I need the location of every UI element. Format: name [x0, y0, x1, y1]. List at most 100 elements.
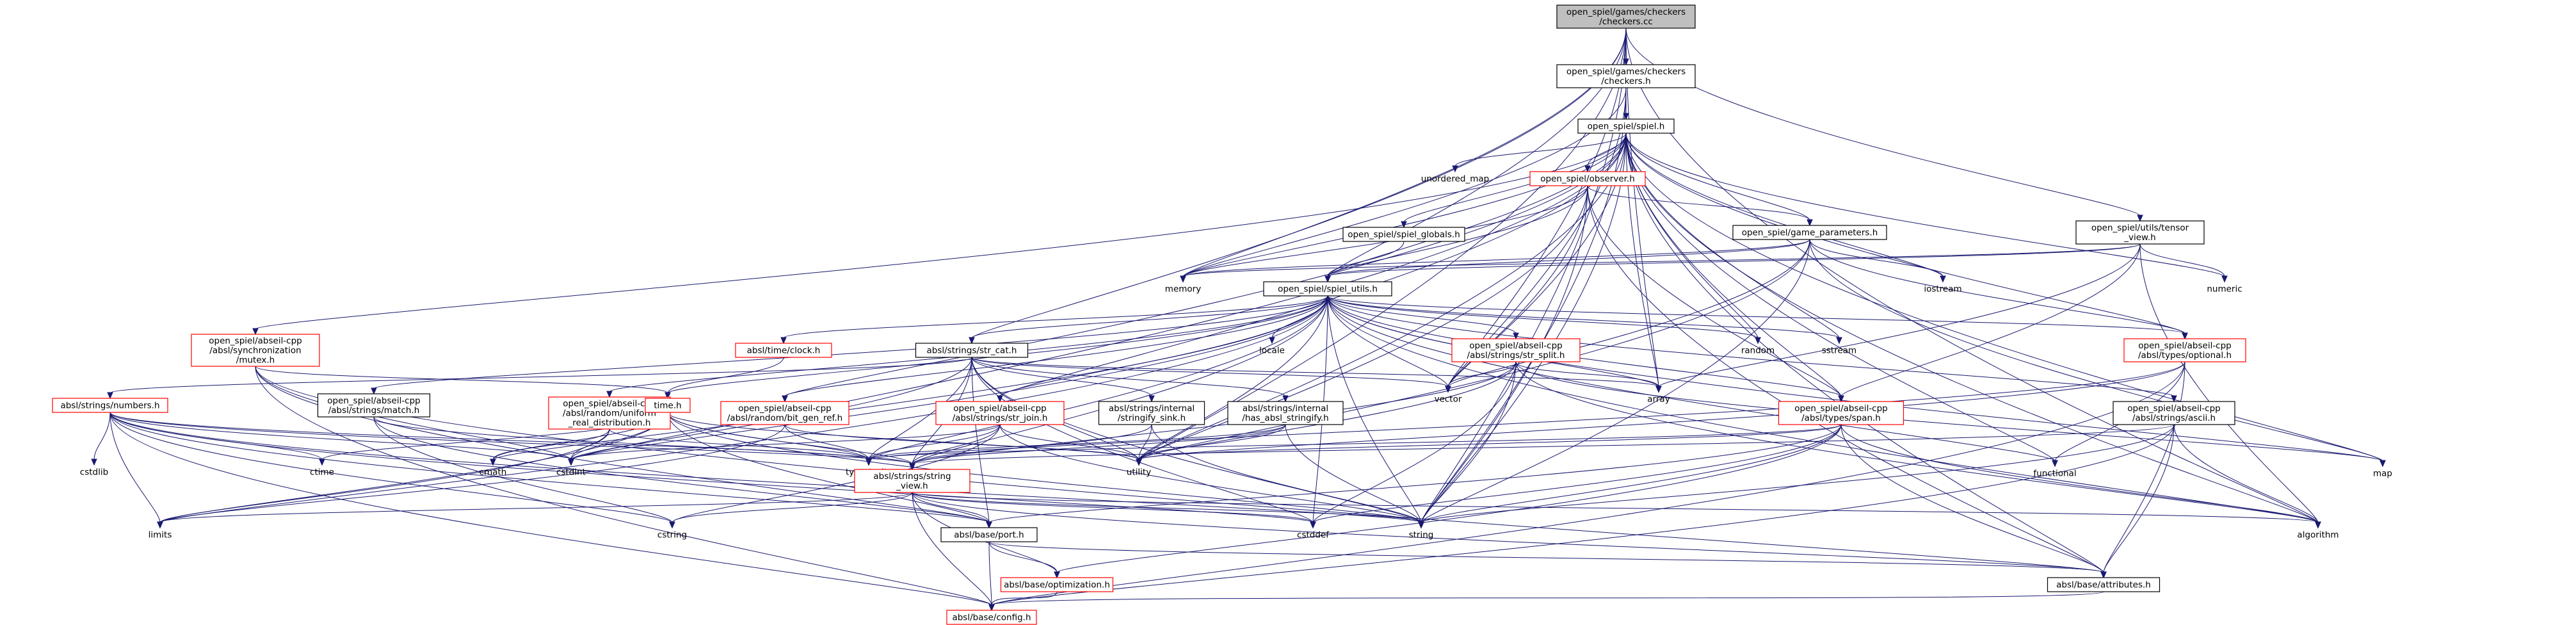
node-time[interactable]: time.h	[645, 398, 691, 413]
node-label: absl/base/attributes.h	[2056, 580, 2151, 590]
edge-has_absl-to-string_view	[909, 424, 1286, 471]
node-string-view[interactable]: absl/strings/string_view.h	[854, 469, 970, 493]
node-label: absl/strings/internal	[1243, 403, 1328, 414]
edge-observer-to-attributes	[1587, 185, 2107, 579]
edge-span-to-type_traits	[865, 424, 1842, 466]
node-spiel-h[interactable]: open_spiel/spiel.h	[1577, 118, 1675, 134]
node-label: cstdint	[556, 467, 586, 478]
node-label: _view.h	[2123, 232, 2155, 243]
node-port[interactable]: absl/base/port.h	[940, 527, 1038, 542]
node-map: map	[2373, 469, 2392, 479]
node-checkers-cc[interactable]: open_spiel/games/checkers/checkers.cc	[1556, 4, 1696, 29]
edge-optimization-to-config	[988, 591, 1058, 612]
node-label: map	[2373, 469, 2392, 479]
edge-numbers-to-cstdlib	[91, 412, 111, 466]
edge-ascii-to-string_view	[909, 424, 2175, 471]
node-ascii[interactable]: open_spiel/abseil-cpp/absl/strings/ascii…	[2113, 401, 2235, 425]
edge-observer-to-game_params	[1587, 185, 1813, 227]
node-label: open_spiel/observer.h	[1540, 174, 1635, 184]
node-observer[interactable]: open_spiel/observer.h	[1529, 171, 1646, 186]
node-cstdint: cstdint	[556, 467, 586, 478]
node-string: string	[1409, 530, 1434, 540]
node-bit-gen[interactable]: open_spiel/abseil-cpp/absl/random/bit_ge…	[720, 401, 849, 425]
edge-tensor_view-to-numeric	[2139, 243, 2228, 283]
node-label: numeric	[2207, 284, 2242, 295]
edge-span-to-utility	[1136, 424, 1842, 466]
node-functional: functional	[2033, 469, 2076, 479]
node-clock[interactable]: absl/time/clock.h	[735, 343, 832, 358]
edge-checkers_cc-to-string	[1418, 28, 1627, 529]
node-tensor-view[interactable]: open_spiel/utils/tensor_view.h	[2075, 220, 2205, 245]
edge-optional-to-attributes	[2100, 361, 2186, 579]
node-label: open_spiel/spiel_globals.h	[1348, 230, 1460, 240]
node-sstream: sstream	[1822, 346, 1856, 356]
edge-spiel_h-to-unordered_map	[1452, 133, 1627, 173]
edge-string_view-to-limits	[157, 492, 913, 529]
node-random: random	[1741, 346, 1775, 356]
edge-attributes-to-config	[988, 591, 2104, 612]
edge-string_view-to-cstddef	[912, 492, 1316, 529]
node-str-cat[interactable]: absl/strings/str_cat.h	[915, 343, 1029, 358]
node-locale: locale	[1259, 346, 1285, 356]
node-str-split[interactable]: open_spiel/abseil-cpp/absl/strings/str_s…	[1451, 338, 1581, 362]
edge-clock-to-time	[664, 357, 784, 400]
node-config[interactable]: absl/base/config.h	[946, 610, 1037, 625]
node-spiel-utils[interactable]: open_spiel/spiel_utils.h	[1263, 281, 1392, 296]
node-numbers[interactable]: absl/strings/numbers.h	[52, 398, 168, 413]
node-cmath: cmath	[479, 467, 507, 478]
node-cstring: cstring	[657, 530, 687, 540]
node-label: sstream	[1822, 346, 1856, 356]
node-label: limits	[149, 530, 172, 540]
edge-numbers-to-limits	[109, 412, 163, 529]
node-label: absl/strings/str_cat.h	[927, 346, 1017, 356]
edge-numbers-to-cstring	[109, 412, 675, 529]
node-label: unordered_map	[1421, 174, 1489, 184]
edge-numbers-to-string	[109, 412, 1424, 529]
node-cstddef: cstddef	[1297, 530, 1330, 540]
node-optimization[interactable]: absl/base/optimization.h	[1000, 577, 1114, 592]
node-label: cstdlib	[80, 467, 108, 478]
node-optional[interactable]: open_spiel/abseil-cpp/absl/types/optiona…	[2123, 338, 2246, 362]
node-spiel-globals[interactable]: open_spiel/spiel_globals.h	[1342, 227, 1465, 242]
node-vector: vector	[1435, 394, 1462, 405]
node-label: cmath	[479, 467, 507, 478]
edge-str_split-to-string	[1418, 361, 1517, 529]
node-label: time.h	[654, 401, 681, 411]
node-label: /absl/types/span.h	[1801, 413, 1881, 423]
node-label: /absl/strings/ascii.h	[2132, 413, 2216, 423]
edge-spiel_utils-to-ascii	[1327, 295, 2177, 403]
edge-spiel_h-to-memory	[1180, 133, 1627, 283]
edge-spiel_h-to-numeric	[1625, 133, 2228, 283]
node-label: open_spiel/games/checkers	[1566, 7, 1686, 17]
node-label: random	[1741, 346, 1775, 356]
node-label: _real_distribution.h	[568, 418, 651, 428]
node-str-join[interactable]: open_spiel/abseil-cpp/absl/strings/str_j…	[935, 401, 1065, 425]
edge-span-to-string	[1418, 424, 1842, 529]
node-span[interactable]: open_spiel/abseil-cpp/absl/types/span.h	[1778, 401, 1904, 425]
edge-tensor_view-to-array	[1655, 243, 2141, 393]
node-attributes[interactable]: absl/base/attributes.h	[2047, 577, 2161, 592]
edge-span-to-attributes	[1840, 424, 2107, 579]
node-label: cstring	[657, 530, 687, 540]
node-checkers-h[interactable]: open_spiel/games/checkers/checkers.h	[1556, 64, 1696, 88]
edge-spiel_utils-to-sstream	[1327, 295, 1842, 345]
edge-string_view-to-string	[912, 492, 1424, 529]
node-match[interactable]: open_spiel/abseil-cpp/absl/strings/match…	[317, 393, 431, 418]
node-label: open_spiel/spiel.h	[1588, 122, 1665, 132]
edge-spiel_h-to-string	[1418, 133, 1627, 529]
node-label: open_spiel/abseil-cpp	[953, 403, 1047, 414]
node-label: utility	[1127, 467, 1151, 478]
node-stringify[interactable]: absl/strings/internal/stringify_sink.h	[1098, 401, 1205, 425]
node-label: open_spiel/abseil-cpp	[209, 336, 302, 346]
edges-layer	[91, 28, 2386, 612]
node-has-absl[interactable]: absl/strings/internal/has_absl_stringify…	[1227, 401, 1344, 425]
edge-str_cat-to-has_absl	[971, 357, 1289, 403]
edge-port-to-config	[988, 541, 995, 612]
node-mutex[interactable]: open_spiel/abseil-cpp/absl/synchronizati…	[191, 334, 320, 367]
node-label: ctime	[310, 467, 334, 478]
node-label: open_spiel/spiel_utils.h	[1278, 284, 1378, 295]
edge-spiel_utils-to-span	[1327, 295, 1844, 403]
edge-spiel_globals-to-spiel_utils	[1324, 241, 1405, 283]
node-game-params[interactable]: open_spiel/game_parameters.h	[1732, 225, 1887, 240]
